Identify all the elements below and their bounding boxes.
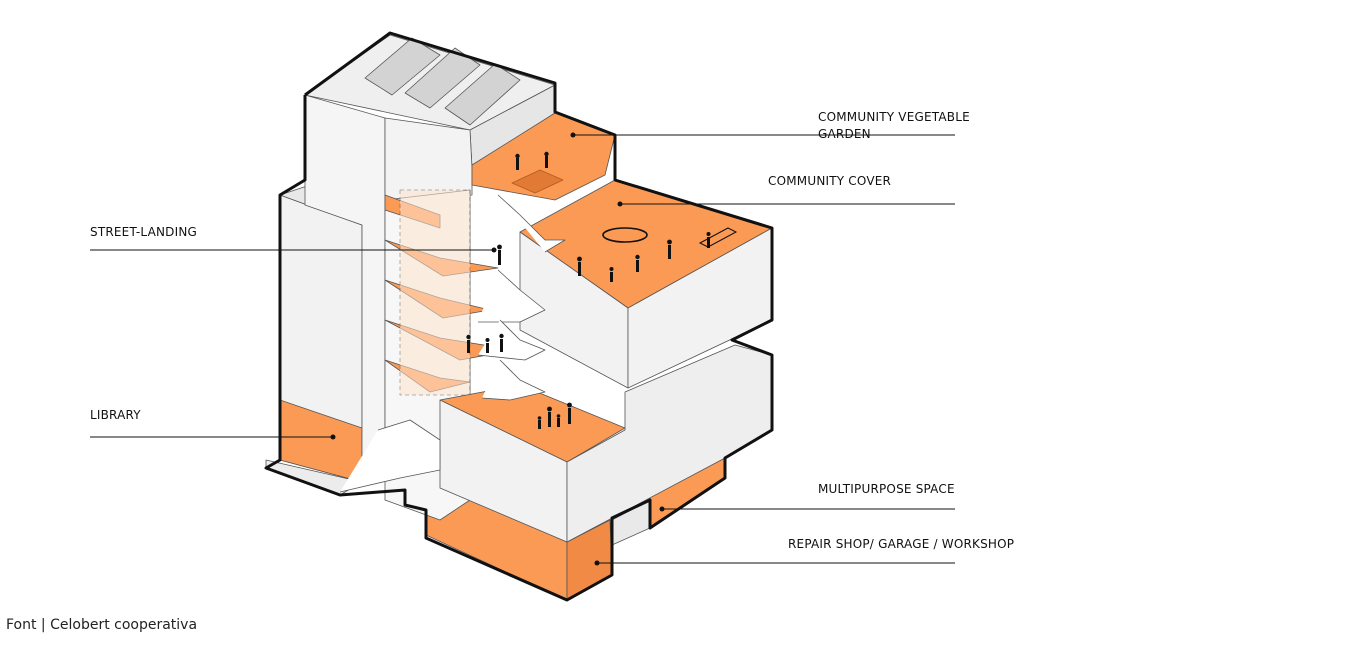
stair-low — [481, 359, 546, 401]
leader-dot-vegetable-garden — [570, 132, 576, 138]
gathering-circle — [602, 227, 648, 243]
tower-front-face — [384, 117, 473, 201]
label-community-cover: COMMUNITY COVER — [768, 174, 892, 188]
leader-dot-library — [330, 434, 336, 440]
leader-dot-multipurpose — [659, 506, 665, 512]
label-street-landing: STREET-LANDING — [90, 225, 198, 239]
source-credit: Font | Celobert cooperativa — [6, 617, 198, 633]
stair-mid-1 — [478, 269, 546, 323]
label-multipurpose-space: MULTIPURPOSE SPACE — [818, 482, 955, 496]
stair-mid-2 — [477, 319, 546, 361]
solar-panel-3 — [444, 63, 521, 126]
people-silhouettes — [466, 151, 711, 429]
building-outline — [264, 31, 774, 602]
label-vegetable-garden-line1: COMMUNITY VEGETABLE — [818, 110, 970, 124]
hopscotch — [698, 227, 738, 248]
label-library: LIBRARY — [90, 408, 141, 422]
label-vegetable-garden: COMMUNITY VEGETABLE GARDEN — [818, 109, 970, 143]
label-repair-shop: REPAIR SHOP/ GARAGE / WORKSHOP — [788, 537, 1015, 551]
solar-panel-2 — [404, 47, 481, 109]
stair-top — [497, 194, 566, 253]
stair-base — [339, 419, 441, 493]
solar-panel-1 — [364, 37, 441, 96]
leader-dot-repair-shop — [594, 560, 600, 566]
street-core-glass — [399, 189, 471, 396]
label-vegetable-garden-line2: GARDEN — [818, 127, 871, 141]
leader-dot-street-landing — [491, 247, 497, 253]
garden-beds — [511, 169, 564, 194]
leader-dot-community-cover — [617, 201, 623, 207]
